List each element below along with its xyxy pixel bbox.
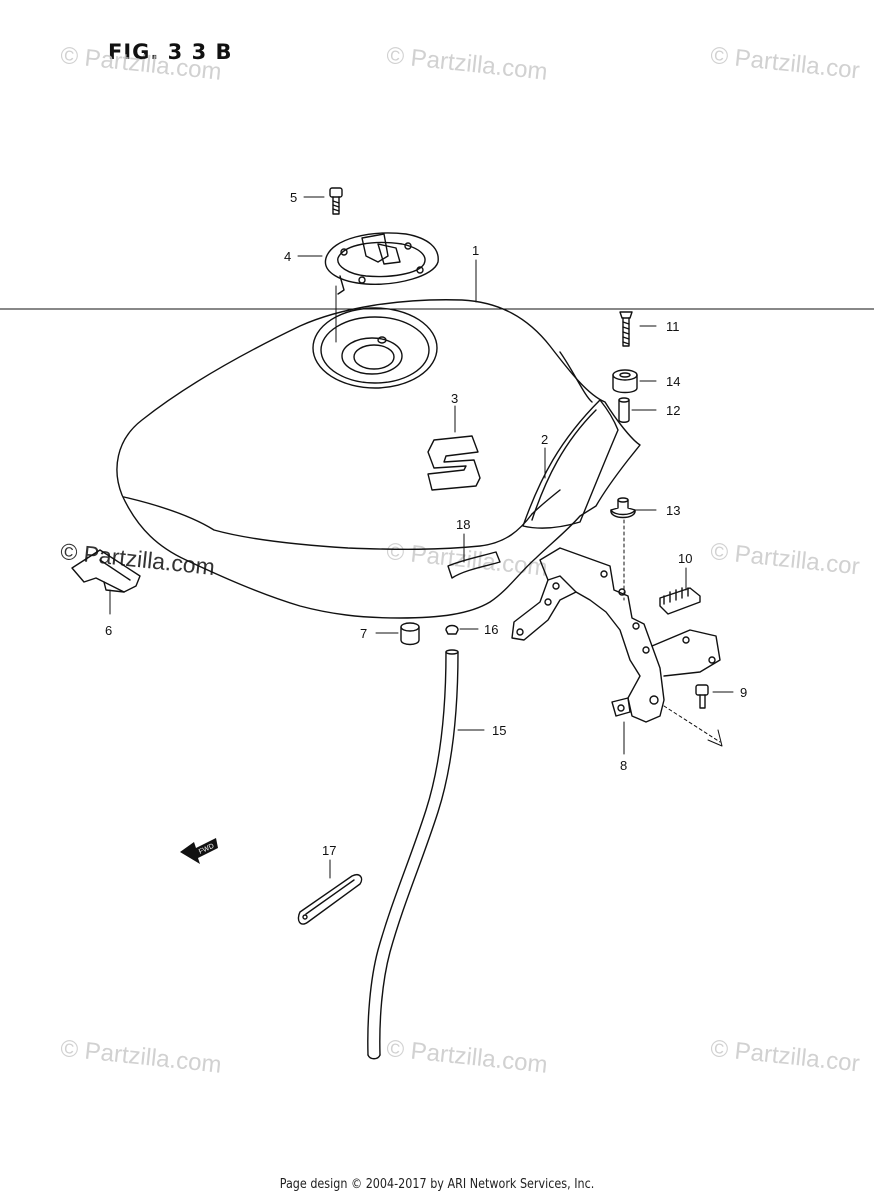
drain-hose (367, 649, 459, 1060)
damper (612, 369, 638, 394)
side-emblem (522, 399, 619, 529)
footer-copyright: Page design © 2004-2017 by ARI Network S… (279, 1177, 595, 1192)
bracket-bolt (695, 684, 709, 709)
collar (618, 397, 630, 423)
fuel-tank (116, 299, 641, 619)
callout-9: 9 (740, 685, 747, 700)
callout-13: 13 (666, 503, 680, 518)
callout-17: 17 (322, 843, 336, 858)
cushion-block (659, 587, 701, 615)
callout-1: 1 (472, 243, 479, 258)
callout-3: 3 (451, 391, 458, 406)
callout-12: 12 (666, 403, 680, 418)
clamp (71, 549, 141, 593)
callout-6: 6 (105, 623, 112, 638)
cap-bolt (329, 187, 343, 215)
tank-cushion (400, 622, 420, 646)
callout-7: 7 (360, 626, 367, 641)
strap (297, 874, 363, 925)
fwd-arrow-icon (180, 838, 218, 864)
cushion (610, 497, 636, 519)
callout-16: 16 (484, 622, 498, 637)
fuel-cap (324, 232, 439, 295)
callout-2: 2 (541, 432, 548, 447)
callout-8: 8 (620, 758, 627, 773)
screw (619, 311, 633, 347)
callout-5: 5 (290, 190, 297, 205)
callout-4: 4 (284, 249, 291, 264)
callout-18: 18 (456, 517, 470, 532)
leader-lines (109, 196, 734, 879)
callout-11: 11 (666, 319, 680, 334)
callout-14: 14 (666, 374, 680, 389)
callout-15: 15 (492, 723, 506, 738)
figure-title: FIG. 3 3 B (108, 40, 233, 64)
hose-clip (445, 624, 459, 635)
callout-10: 10 (678, 551, 692, 566)
tank-label (447, 551, 501, 579)
fwd-label: FWD (198, 843, 215, 856)
tank-bracket (511, 547, 721, 723)
s-emblem (427, 435, 481, 491)
